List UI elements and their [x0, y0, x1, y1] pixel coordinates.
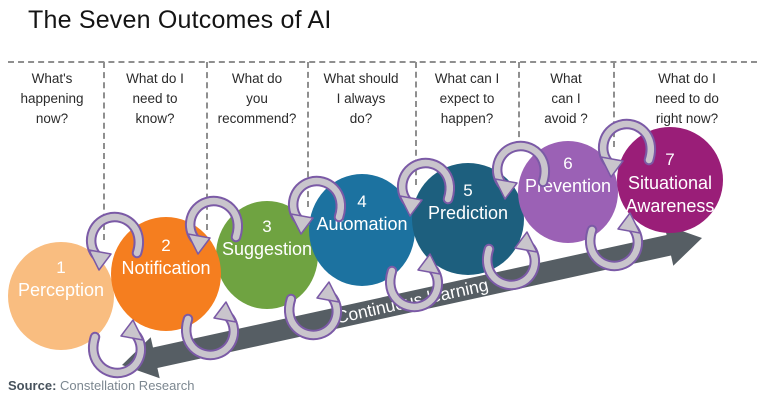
question-line: What can I: [434, 71, 500, 86]
circle-label: Awareness: [626, 196, 715, 216]
circle-perception: [8, 242, 114, 350]
question-situational-awareness: What do I need to do right now?: [633, 69, 741, 129]
question-prediction: What can I expect to happen?: [413, 69, 521, 129]
circle-number: 7: [665, 150, 674, 169]
source-text: Constellation Research: [60, 378, 195, 393]
column-separator: [103, 62, 105, 240]
circle-number: 6: [563, 154, 572, 173]
question-line: need to: [132, 91, 178, 106]
question-perception: What's happening now?: [0, 69, 106, 129]
circle-label: Perception: [18, 280, 104, 300]
circle-label: Situational: [628, 173, 712, 193]
question-line: right now?: [655, 111, 719, 126]
circle-number: 1: [56, 258, 65, 277]
question-line: What should: [323, 71, 399, 86]
column-separator: [518, 62, 520, 147]
question-line: can I: [551, 91, 581, 106]
circle-number: 4: [357, 192, 366, 211]
question-automation: What should I always do?: [307, 69, 415, 129]
question-line: recommend?: [217, 111, 297, 126]
circle-number: 3: [262, 217, 271, 236]
source-label: Source:: [8, 378, 57, 393]
question-line: expect to: [439, 91, 495, 106]
question-line: What's: [31, 71, 73, 86]
question-line: What do: [231, 71, 283, 86]
column-separator: [415, 62, 417, 185]
question-line: need to do: [655, 91, 719, 106]
question-line: What do I: [658, 71, 716, 86]
question-line: What do I: [126, 71, 184, 86]
question-line: I always: [336, 91, 386, 106]
question-prevention: What can I avoid ?: [512, 69, 620, 129]
question-line: avoid ?: [544, 111, 588, 126]
circle-label: Notification: [121, 258, 210, 278]
circle-number: 5: [463, 181, 472, 200]
column-separator: [307, 62, 309, 207]
circle-label: Suggestion: [222, 239, 312, 259]
question-notification: What do I need to know?: [101, 69, 209, 129]
question-line: What: [550, 71, 582, 86]
circle-label: Automation: [316, 214, 407, 234]
column-separator: [206, 62, 208, 230]
circle-number: 2: [161, 236, 170, 255]
question-line: you: [246, 91, 268, 106]
question-line: do?: [349, 111, 373, 126]
question-suggestion: What do you recommend?: [203, 69, 311, 129]
circle-label: Prediction: [428, 203, 508, 223]
circle-label: Prevention: [525, 176, 611, 196]
question-line: happening: [20, 91, 84, 106]
circle-prediction: [412, 163, 524, 275]
circle-situational-awareness: [617, 127, 723, 233]
question-line: now?: [35, 111, 69, 126]
question-line: happen?: [440, 111, 494, 126]
horizontal-dashed-divider: [8, 61, 757, 63]
source-line: Source: Constellation Research: [8, 378, 194, 393]
question-line: know?: [135, 111, 175, 126]
continuous-learning-arrow: [122, 224, 702, 379]
page-title: The Seven Outcomes of AI: [28, 6, 332, 34]
column-separator: [613, 62, 615, 147]
